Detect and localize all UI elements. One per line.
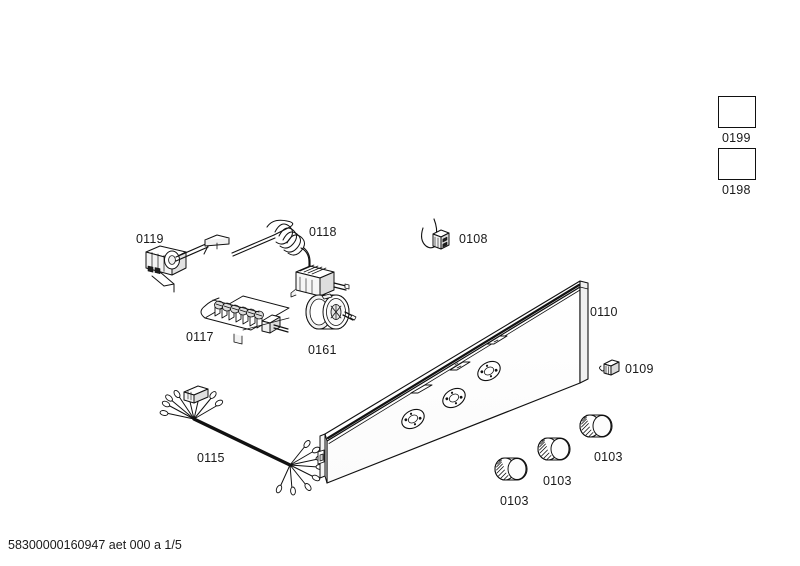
icon-box-0199: [718, 96, 756, 128]
part-label-0103-c: 0103: [594, 450, 623, 464]
part-label-0115: 0115: [197, 451, 225, 465]
part-0103-knob-c: [579, 414, 613, 438]
part-0119-door-switch: [145, 234, 230, 293]
document-footer-id: 58300000160947 aet 000 a 1/5: [8, 538, 182, 552]
part-label-0108: 0108: [459, 232, 488, 246]
part-label-0119: 0119: [136, 232, 164, 246]
part-label-0103-a: 0103: [500, 494, 529, 508]
legend-label-0198: 0198: [722, 183, 751, 197]
icon-box-0198: [718, 148, 756, 180]
part-0108-connector: [420, 218, 450, 250]
part-label-0117: 0117: [186, 330, 214, 344]
legend-label-0199: 0199: [722, 131, 751, 145]
part-0110-control-panel: [317, 280, 589, 484]
part-0109-clip: [599, 359, 620, 376]
part-label-0109: 0109: [625, 362, 654, 376]
part-label-0110: 0110: [590, 305, 618, 319]
part-label-0118: 0118: [309, 225, 337, 239]
part-0118-thermostat: [231, 219, 350, 303]
part-label-0161: 0161: [308, 343, 337, 357]
part-0117-terminal-block: [200, 295, 290, 345]
part-label-0103-b: 0103: [543, 474, 572, 488]
part-0103-knob-a: [494, 457, 528, 481]
part-0115-wiring-harness: [159, 385, 325, 496]
part-0161-timer-motor: [305, 293, 357, 330]
part-0103-knob-b: [537, 437, 571, 461]
